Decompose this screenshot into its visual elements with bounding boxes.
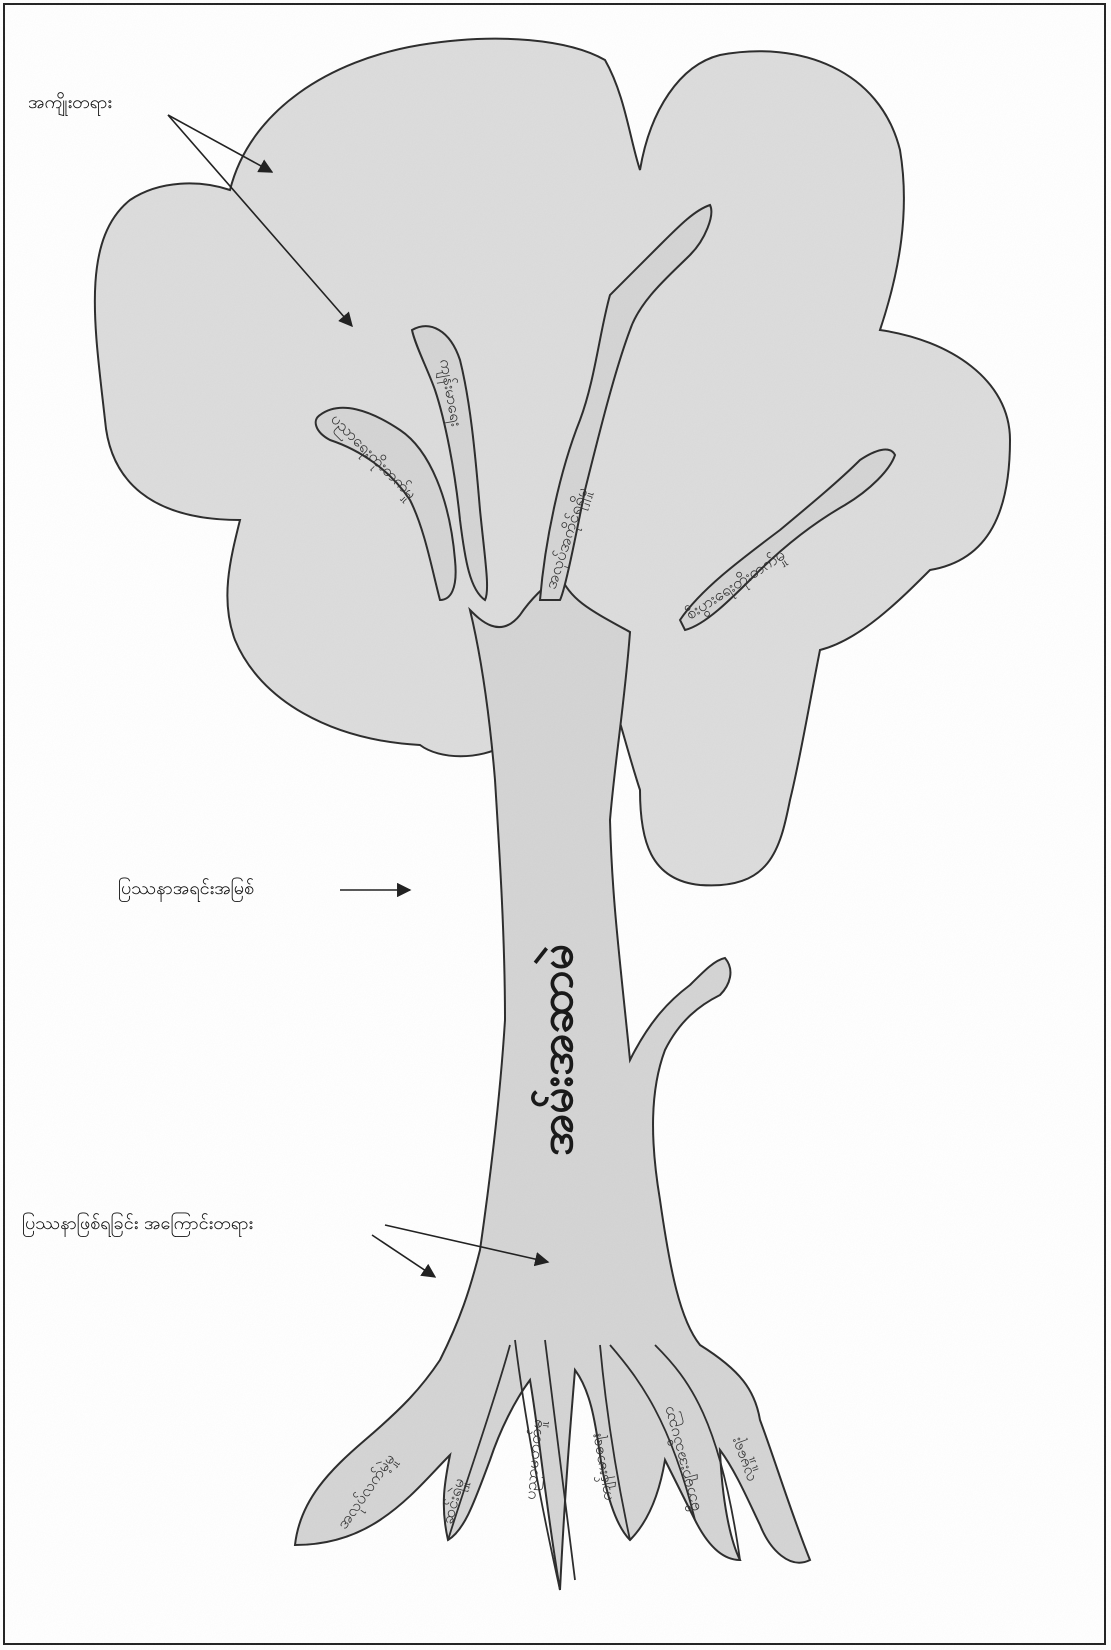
label-core-problem: ပြဿနာအရင်းအမြစ်: [118, 876, 254, 903]
label-causes: ပြဿနာဖြစ်ရခြင်း အကြောင်းတရား: [22, 1211, 253, 1238]
trunk-handwriting: အမ်းအဆာမဲ: [529, 944, 583, 1156]
label-fruits: အကျိုးတရား: [28, 90, 112, 117]
arrow-causes-to-left-root: [372, 1235, 435, 1277]
